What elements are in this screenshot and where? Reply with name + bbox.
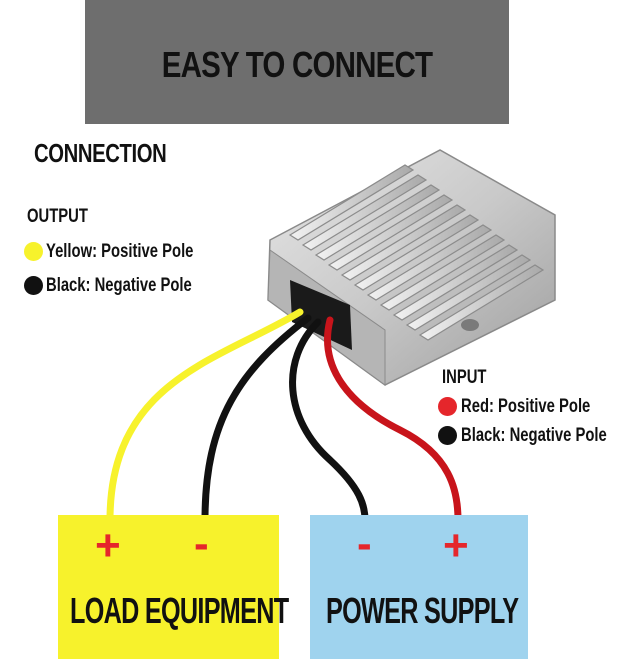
- load-plus-sign: +: [95, 521, 121, 570]
- yellow-dot-icon: [24, 242, 43, 261]
- input-positive-label: Red: Positive Pole: [461, 396, 591, 417]
- output-negative-label: Black: Negative Pole: [46, 275, 192, 296]
- load-equipment-label: LOAD EQUIPMENT: [70, 590, 289, 631]
- input-heading: INPUT: [442, 367, 487, 388]
- red-dot-icon: [438, 397, 457, 416]
- power-supply-box: [310, 515, 528, 659]
- load-equipment-box: [58, 515, 279, 659]
- black-input-wire: [289, 318, 369, 524]
- connection-heading: CONNECTION: [34, 138, 167, 168]
- power-supply-label: POWER SUPPLY: [326, 590, 519, 631]
- banner-title: EASY TO CONNECT: [161, 44, 433, 85]
- black-output-wire: [201, 314, 312, 524]
- title-banner: [85, 0, 509, 124]
- output-positive-label: Yellow: Positive Pole: [46, 241, 194, 262]
- power-plus-sign: +: [443, 521, 469, 570]
- power-minus-sign: -: [357, 519, 372, 568]
- output-heading: OUTPUT: [27, 206, 88, 227]
- input-negative-label: Black: Negative Pole: [461, 425, 607, 446]
- dc-dc-converter-icon: [267, 149, 556, 386]
- black-dot-icon: [438, 426, 457, 445]
- red-wire: [324, 316, 462, 524]
- yellow-wire: [106, 308, 304, 524]
- load-minus-sign: -: [194, 519, 209, 568]
- black-dot-icon: [24, 276, 43, 295]
